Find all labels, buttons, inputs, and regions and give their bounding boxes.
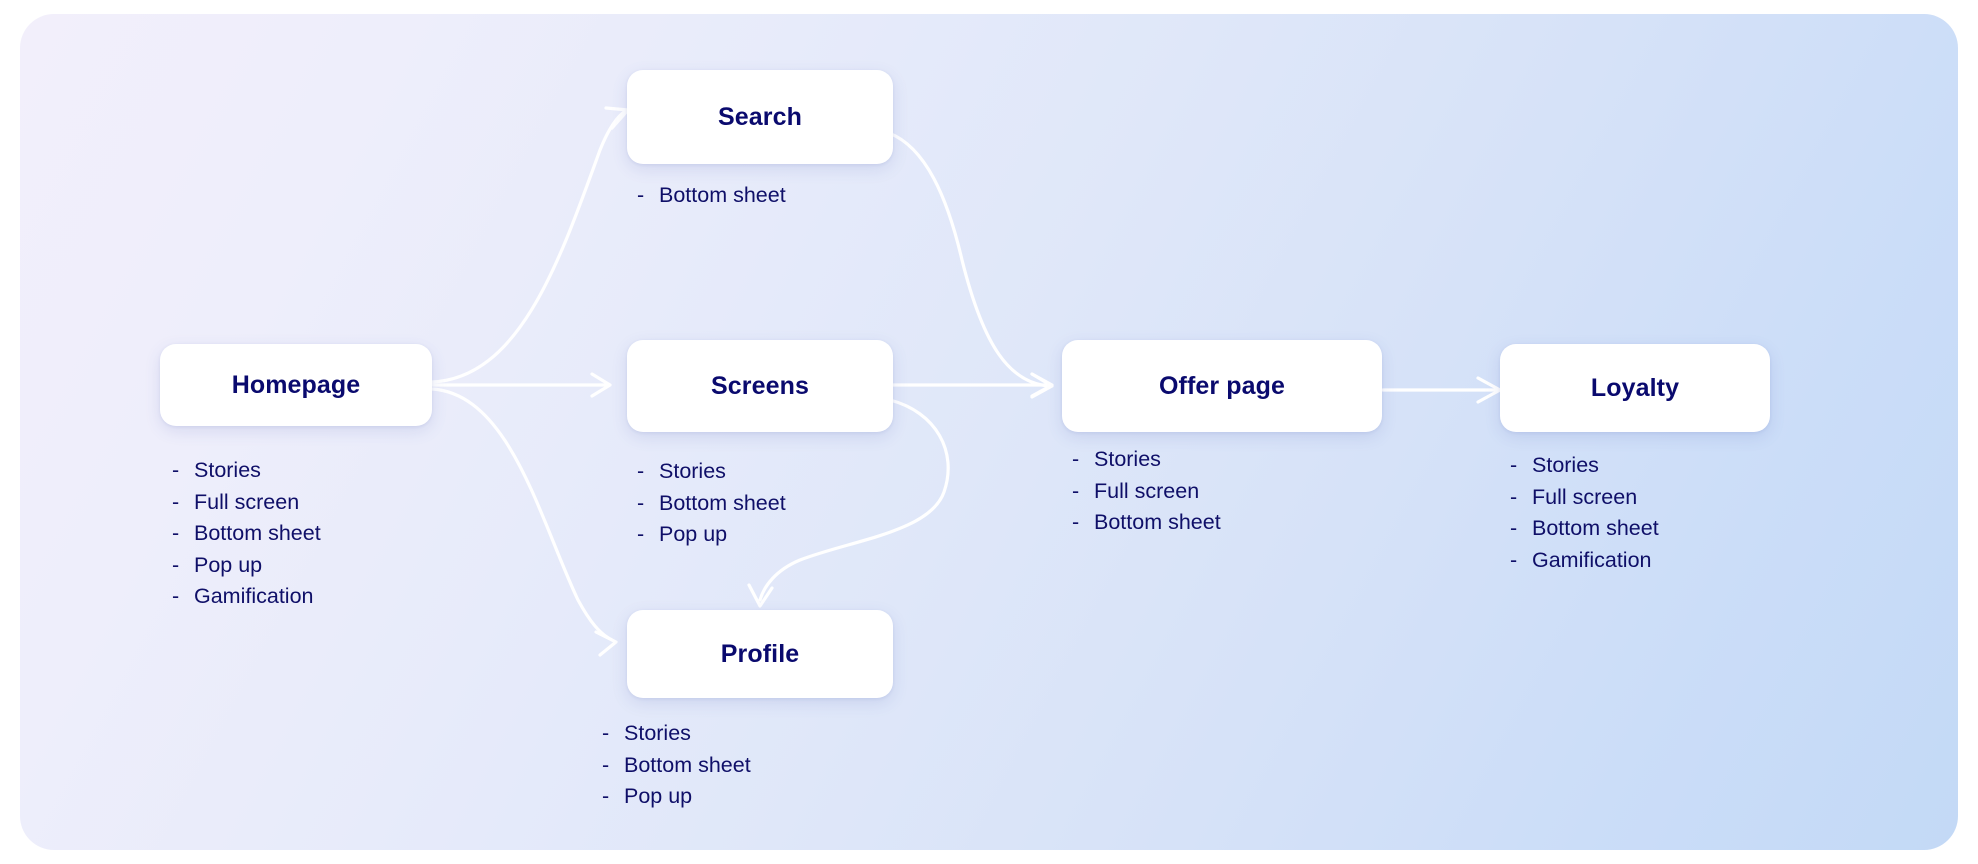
bullet-marker: - [1072, 478, 1080, 503]
list-item-label: Bottom sheet [659, 490, 786, 515]
bullet-marker: - [602, 721, 610, 745]
list-item: - Full screen [1072, 476, 1221, 508]
list-item-label: Stories [194, 458, 261, 482]
list-item: - Bottom sheet [1072, 507, 1221, 539]
node-loyalty[interactable]: Loyalty [1500, 344, 1770, 432]
bullet-marker: - [1072, 510, 1080, 534]
bullet-marker: - [172, 584, 180, 608]
list-item: - Stories [602, 718, 751, 750]
node-title-homepage: Homepage [231, 370, 361, 399]
node-title-profile: Profile [720, 639, 800, 668]
list-item: - Bottom sheet [637, 180, 786, 212]
list-item-label: Bottom sheet [624, 752, 751, 777]
node-list-search: - Bottom sheet [637, 180, 786, 212]
bullet-marker: - [172, 521, 180, 545]
node-title-screens: Screens [711, 371, 809, 400]
bullet-marker: - [637, 459, 645, 483]
bullet-marker: - [637, 522, 645, 546]
list-item-label: Gamification [1532, 547, 1652, 572]
node-homepage[interactable]: Homepage [160, 344, 432, 426]
list-item: - Stories [172, 455, 321, 487]
list-item: - Bottom sheet [1510, 513, 1659, 545]
bullet-marker: - [602, 784, 610, 808]
list-item-label: Stories [659, 459, 726, 483]
list-item-label: Full screen [1532, 484, 1638, 509]
list-item: - Bottom sheet [172, 518, 321, 550]
list-item: - Pop up [172, 550, 321, 582]
node-search[interactable]: Search [627, 70, 893, 164]
list-item-label: Pop up [624, 784, 693, 808]
list-item: - Full screen [172, 487, 321, 519]
list-item: - Bottom sheet [637, 488, 786, 520]
node-screens[interactable]: Screens [627, 340, 893, 432]
bullet-marker: - [1510, 547, 1518, 572]
list-item: - Full screen [1510, 482, 1659, 514]
node-list-profile: - Stories - Bottom sheet - Pop up [602, 718, 751, 813]
list-item-label: Gamification [194, 584, 314, 608]
list-item-label: Pop up [659, 522, 728, 546]
list-item: - Gamification [1510, 545, 1659, 577]
list-item: - Stories [1510, 450, 1659, 482]
bullet-marker: - [637, 490, 645, 515]
node-title-loyalty: Loyalty [1590, 373, 1680, 402]
bullet-marker: - [637, 183, 645, 207]
node-list-screens: - Stories - Bottom sheet - Pop up [637, 456, 786, 551]
list-item-label: Pop up [194, 552, 263, 577]
bullet-marker: - [1072, 447, 1080, 471]
list-item-label: Full screen [194, 489, 300, 514]
list-item-label: Bottom sheet [194, 521, 321, 545]
list-item: - Stories [1072, 444, 1221, 476]
list-item-label: Full screen [1094, 478, 1200, 503]
list-item: - Pop up [637, 519, 786, 551]
list-item-label: Bottom sheet [1094, 510, 1221, 534]
list-item-label: Bottom sheet [1532, 516, 1659, 540]
list-item: - Gamification [172, 581, 321, 613]
list-item-label: Stories [1094, 447, 1161, 471]
node-list-loyalty: - Stories - Full screen - Bottom sheet -… [1510, 450, 1659, 576]
node-title-offer-page: Offer page [1158, 371, 1286, 400]
list-item-label: Stories [624, 721, 691, 745]
list-item-label: Stories [1532, 453, 1599, 477]
bullet-marker: - [1510, 484, 1518, 509]
bullet-marker: - [172, 489, 180, 514]
node-profile[interactable]: Profile [627, 610, 893, 698]
bullet-marker: - [172, 458, 180, 482]
bullet-marker: - [1510, 453, 1518, 477]
bullet-marker: - [172, 552, 180, 577]
bullet-marker: - [1510, 516, 1518, 540]
node-offer-page[interactable]: Offer page [1062, 340, 1382, 432]
node-title-search: Search [718, 102, 802, 131]
node-list-offer-page: - Stories - Full screen - Bottom sheet [1072, 444, 1221, 539]
diagram-panel [20, 14, 1958, 850]
node-list-homepage: - Stories - Full screen - Bottom sheet -… [172, 455, 321, 613]
bullet-marker: - [602, 752, 610, 777]
list-item: - Stories [637, 456, 786, 488]
list-item-label: Bottom sheet [659, 183, 786, 207]
list-item: - Pop up [602, 781, 751, 813]
list-item: - Bottom sheet [602, 750, 751, 782]
